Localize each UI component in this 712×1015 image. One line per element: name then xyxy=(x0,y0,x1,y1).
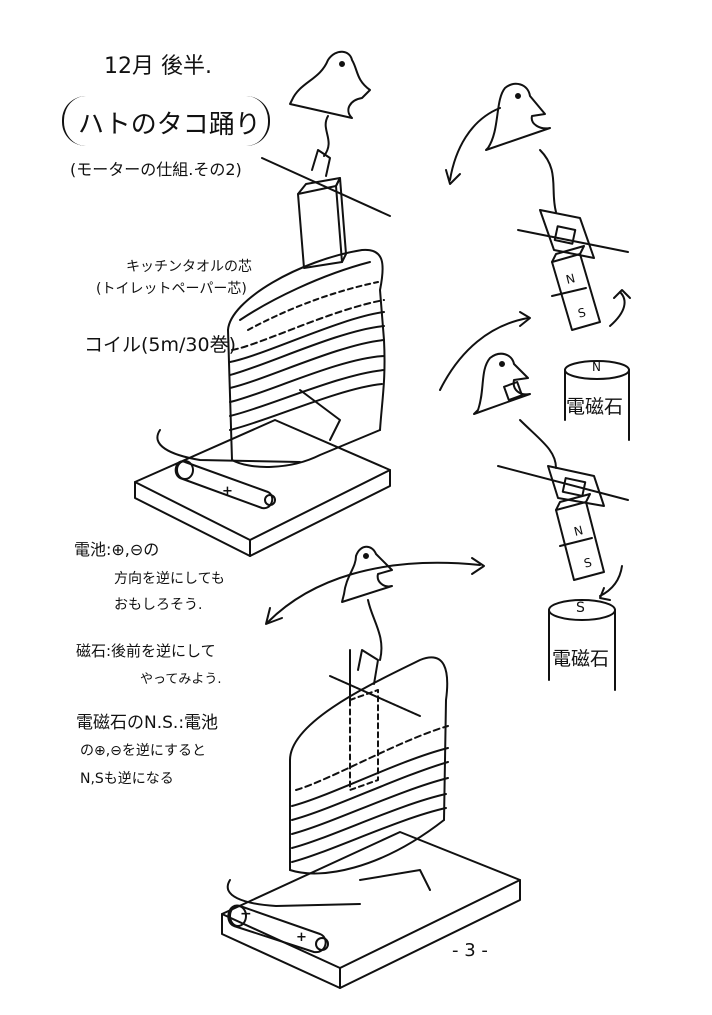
swing-arrow-bottom xyxy=(267,561,481,623)
battery-plus-mark: + xyxy=(222,484,233,499)
electromagnet-bottom-drawing xyxy=(548,599,616,691)
battery-minus-mark: − xyxy=(240,906,252,922)
title-frame xyxy=(62,96,270,146)
note-electro-line1: 電磁石のN.S.:電池 xyxy=(76,713,219,733)
note-electro-line2: の⊕,⊖を逆にすると xyxy=(80,743,207,759)
coil-label: コイル(5m/30巻) xyxy=(84,334,237,356)
swing-arrow-middle xyxy=(439,317,529,391)
note-electro-line3: N,Sも逆になる xyxy=(80,771,174,787)
right-middle-assembly xyxy=(473,352,629,601)
electromagnet-bottom-pole: S xyxy=(576,600,585,616)
electromagnet-bottom-label: 電磁石 xyxy=(552,648,610,670)
swing-arrow-left xyxy=(449,107,501,181)
page-title: ハトのタコ踊り xyxy=(78,110,261,140)
note-battery-line1: 電池:⊕,⊖の xyxy=(74,540,160,559)
note-magnet-line2: やってみよう. xyxy=(140,672,222,687)
core-label: キッチンタオルの芯 xyxy=(126,259,252,275)
electromagnet-top-label: 電磁石 xyxy=(566,396,624,418)
note-battery-line2: 方向を逆にしても xyxy=(114,571,225,587)
battery-plus-mark-lower: + xyxy=(296,930,307,945)
note-magnet-line1: 磁石:後前を逆にして xyxy=(76,642,216,660)
page-subtitle: (モーターの仕組.その2) xyxy=(70,160,242,179)
electromagnet-top-drawing xyxy=(564,360,630,441)
core-alt-label: (トイレットペーパー芯) xyxy=(96,281,247,297)
right-top-assembly xyxy=(485,82,631,331)
electromagnet-top-pole: N xyxy=(592,360,601,374)
lower-motor-illustration xyxy=(221,545,521,989)
note-battery-line3: おもしろそう. xyxy=(114,597,203,613)
upper-motor-illustration xyxy=(134,50,391,557)
page-number: - 3 - xyxy=(452,940,488,961)
date-heading: 12月 後半. xyxy=(104,54,212,79)
